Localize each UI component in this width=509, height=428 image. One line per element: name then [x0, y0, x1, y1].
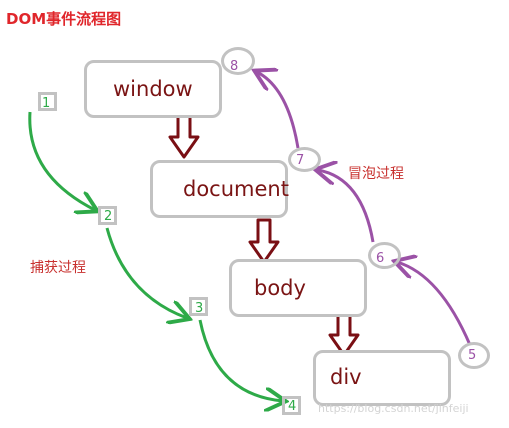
capture-arrow-3-4 [198, 319, 283, 401]
capture-arrow-1-2 [28, 111, 95, 210]
down-arrow-document-body [248, 218, 280, 264]
step-number-6: 6 [376, 251, 385, 266]
step-marker-1 [38, 92, 57, 111]
node-div-label: div [330, 365, 362, 389]
node-document: document [150, 160, 289, 218]
step-marker-3 [189, 297, 208, 316]
bubble-arrow-5-6 [397, 262, 472, 346]
step-number-3: 3 [195, 301, 204, 316]
capture-phase-label: 捕获过程 [30, 260, 86, 276]
bubble-arrow-7-8 [257, 72, 300, 149]
node-window: window [84, 60, 222, 118]
watermark: https://blog.csdn.net/jinfeiji [318, 402, 469, 415]
step-marker-7 [288, 147, 321, 172]
node-document-label: document [183, 177, 289, 201]
down-arrow-window-document [168, 113, 200, 159]
step-marker-6 [368, 242, 401, 269]
step-number-7: 7 [296, 153, 305, 168]
bubble-phase-label: 冒泡过程 [348, 166, 404, 182]
node-div: div [313, 350, 451, 406]
node-body: body [229, 259, 367, 317]
node-body-label: body [254, 276, 306, 300]
step-number-2: 2 [104, 209, 113, 224]
step-marker-8 [221, 47, 255, 75]
step-number-1: 1 [42, 96, 51, 111]
step-number-4: 4 [288, 399, 297, 414]
step-number-5: 5 [468, 348, 477, 363]
step-marker-5 [458, 342, 490, 369]
step-marker-2 [98, 206, 117, 225]
bubble-arrow-6-7 [318, 170, 375, 243]
step-marker-4 [282, 396, 301, 415]
down-arrow-body-div [328, 313, 360, 357]
step-number-8: 8 [230, 59, 239, 74]
page-title: DOM事件流程图 [6, 10, 122, 28]
node-window-label: window [113, 77, 193, 101]
capture-arrow-2-3 [105, 227, 187, 318]
